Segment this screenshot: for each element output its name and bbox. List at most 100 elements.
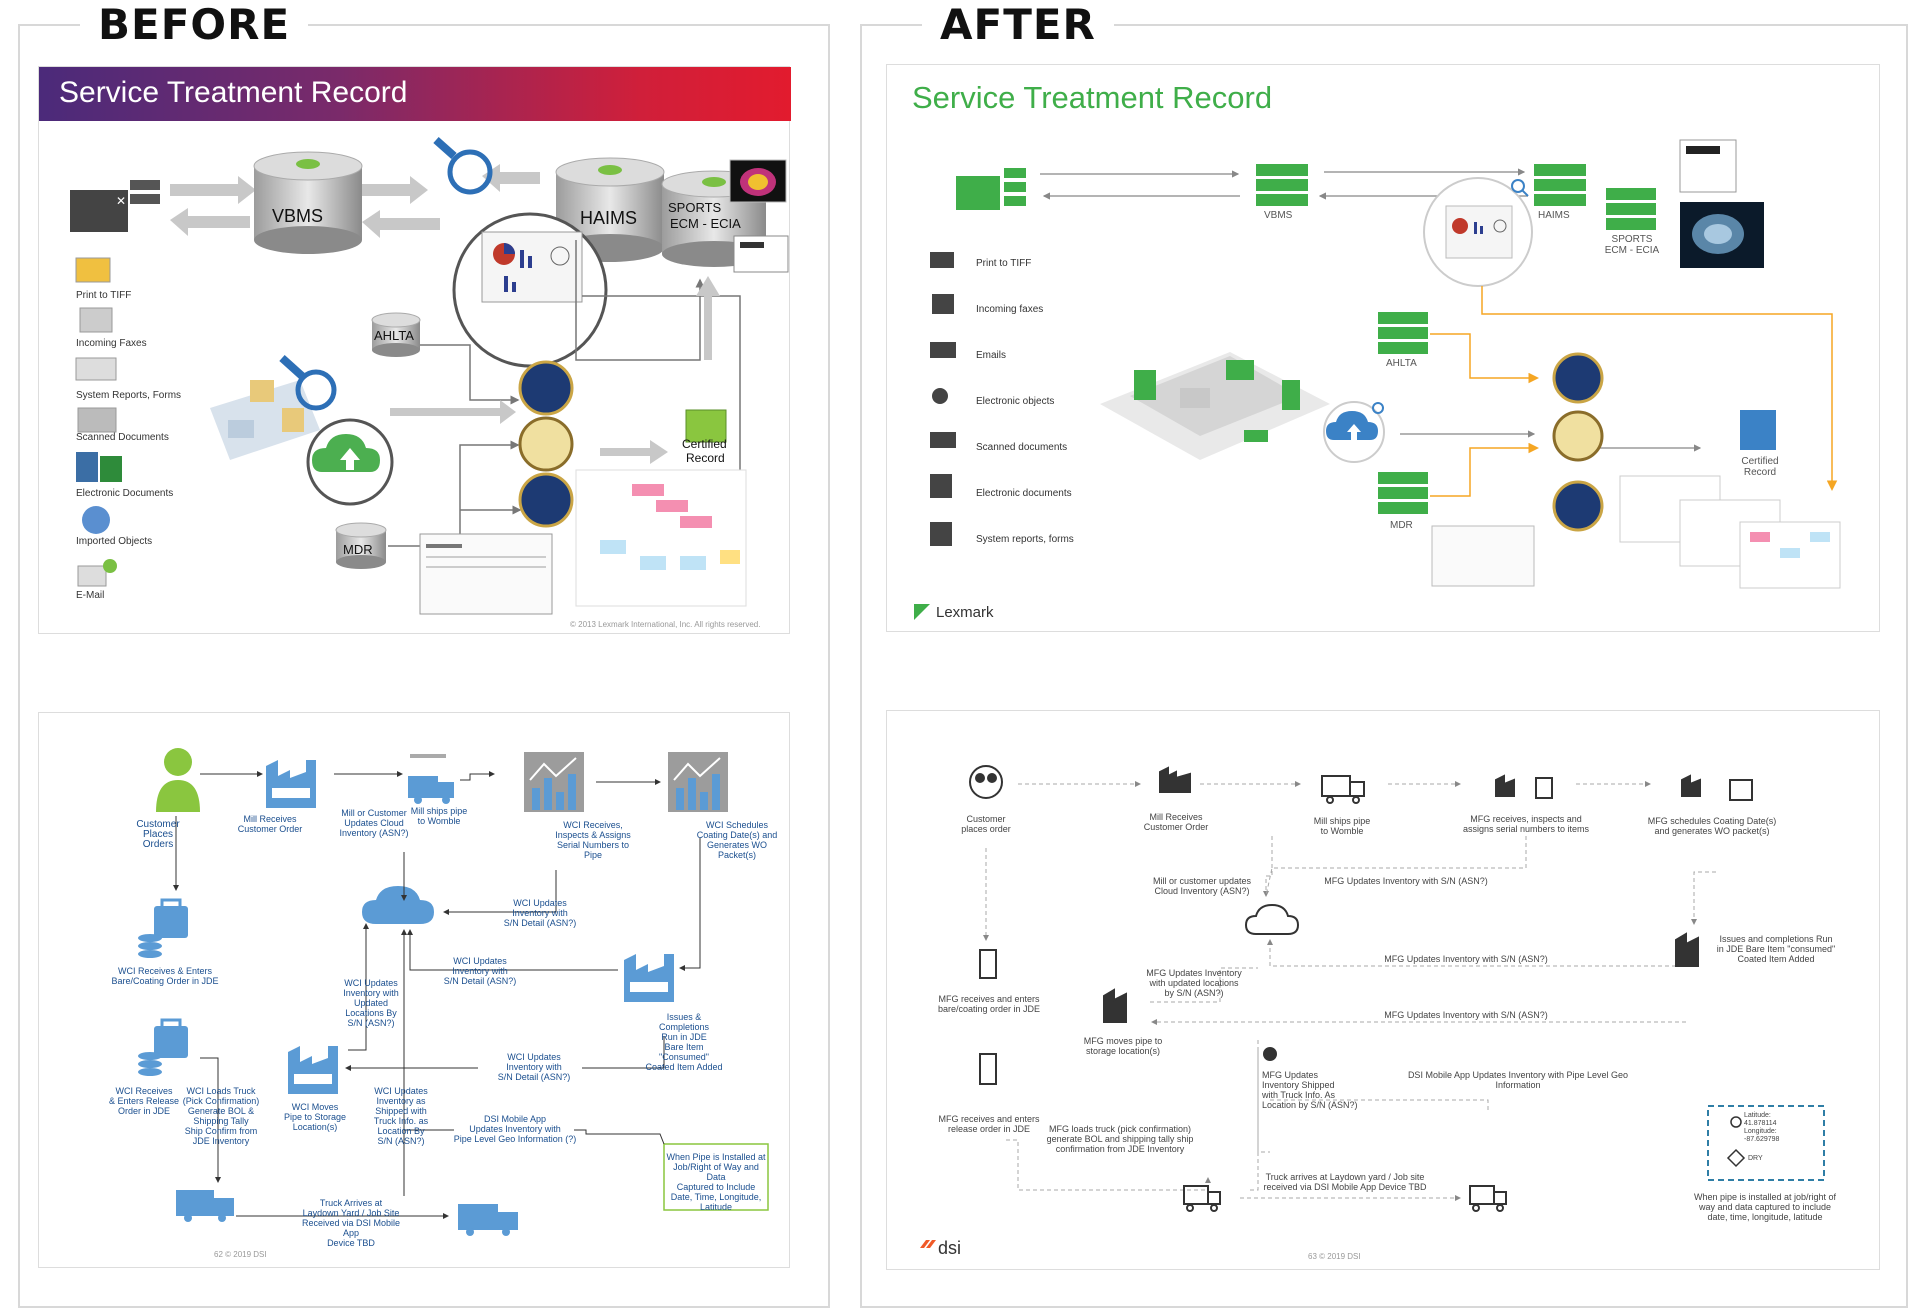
after-sports-server [1606, 188, 1656, 230]
before-mdr-label: MDR [343, 542, 373, 557]
after-dsi-brand: dsi [938, 1238, 962, 1258]
before-mdr-db [335, 522, 387, 569]
after-arrows [1040, 168, 1702, 452]
after-geo-dry: DRY [1748, 1155, 1763, 1162]
after-mdr-label: MDR [1390, 520, 1413, 531]
after-dsi-logo [920, 1240, 936, 1248]
after-cloud-icon [1326, 411, 1378, 440]
after-window-icon [956, 168, 1026, 210]
before-doc-image [733, 235, 789, 273]
after-mdr-server [1378, 472, 1428, 514]
before-agency-seals [518, 360, 574, 528]
before-flow-arrows [170, 164, 540, 238]
after-mfg-updates-sn: MFG Updates Inventory with S/N (ASN?) [1324, 876, 1488, 886]
after-input-5: Electronic documents [976, 488, 1072, 499]
after-geo-lon: Longitude:-87.629798 [1744, 1128, 1780, 1143]
before-city-illustration [210, 380, 320, 460]
after-vbms-server [1256, 164, 1308, 206]
after-orange-connectors [1430, 286, 1838, 497]
after-agency-seals [1552, 352, 1604, 532]
after-input-icons [930, 252, 956, 546]
after-heading: AFTER [922, 0, 1114, 49]
svg-text:✕: ✕ [116, 194, 126, 208]
before-ahlta-label: AHLTA [374, 328, 414, 343]
before-input-icons [75, 257, 122, 587]
before-customer-icon [156, 748, 200, 812]
before-str-title: Service Treatment Record [59, 76, 408, 109]
before-input-4: Electronic Documents [76, 488, 174, 499]
after-geo-lat: Latitude:41.878114 [1744, 1112, 1777, 1127]
before-truck-top [408, 754, 454, 804]
before-truck-bottom-right [458, 1204, 518, 1236]
after-ahlta-server [1378, 312, 1428, 354]
before-install-note-box [663, 1143, 769, 1211]
after-input-4: Scanned documents [976, 442, 1068, 453]
before-truck-bottom-left [176, 1190, 234, 1222]
before-input-2: System Reports, Forms [76, 390, 182, 401]
after-ahlta-label: AHLTA [1386, 358, 1417, 369]
before-str-title-bar [39, 67, 791, 121]
before-flow-arrow-mid [390, 400, 516, 424]
after-dsi-mobile: DSI Mobile App Updates Inventory with Pi… [1407, 1070, 1629, 1090]
after-input-1: Incoming faxes [976, 304, 1044, 315]
before-certified-icon [685, 409, 727, 443]
before-magnifier-left [279, 355, 337, 411]
after-mfg-updates-sn2: MFG Updates Inventory with S/N (ASN?) [1384, 954, 1548, 964]
after-flow-slide [886, 710, 1880, 1270]
before-input-5: Imported Objects [76, 536, 153, 547]
before-input-6: E-Mail [76, 590, 105, 601]
before-input-0: Print to TIFF [76, 290, 132, 301]
after-flow-icons [969, 765, 1753, 1212]
after-haims-label: HAIMS [1538, 210, 1570, 221]
before-connectors [388, 240, 745, 547]
after-str-title: Service Treatment Record [912, 80, 1273, 115]
after-city-illustration [1100, 352, 1330, 460]
before-flow-arrow-certified [600, 440, 668, 464]
before-input-3: Scanned Documents [76, 432, 169, 443]
after-input-3: Electronic objects [976, 396, 1055, 407]
before-vbms-db [253, 151, 363, 254]
before-wci-loads: WCI Loads Truck(Pick Confirmation)Genera… [182, 1086, 260, 1146]
before-str-copyright: © 2013 Lexmark International, Inc. All r… [570, 620, 761, 629]
before-chart-icons [524, 752, 728, 812]
after-mfg-loads: MFG loads truck (pick confirmation)gener… [1046, 1124, 1194, 1154]
after-flow-footer: 63 © 2019 DSI [1308, 1252, 1361, 1261]
before-vbms-label: VBMS [272, 206, 323, 226]
after-vbms-label: VBMS [1264, 210, 1293, 221]
after-flow-connectors [983, 781, 1716, 1201]
after-certified-icon [1740, 410, 1776, 450]
after-app-screenshot [1431, 525, 1535, 587]
before-haims-db [555, 157, 665, 262]
after-input-2: Emails [976, 350, 1007, 361]
before-ahlta-db [371, 312, 421, 357]
